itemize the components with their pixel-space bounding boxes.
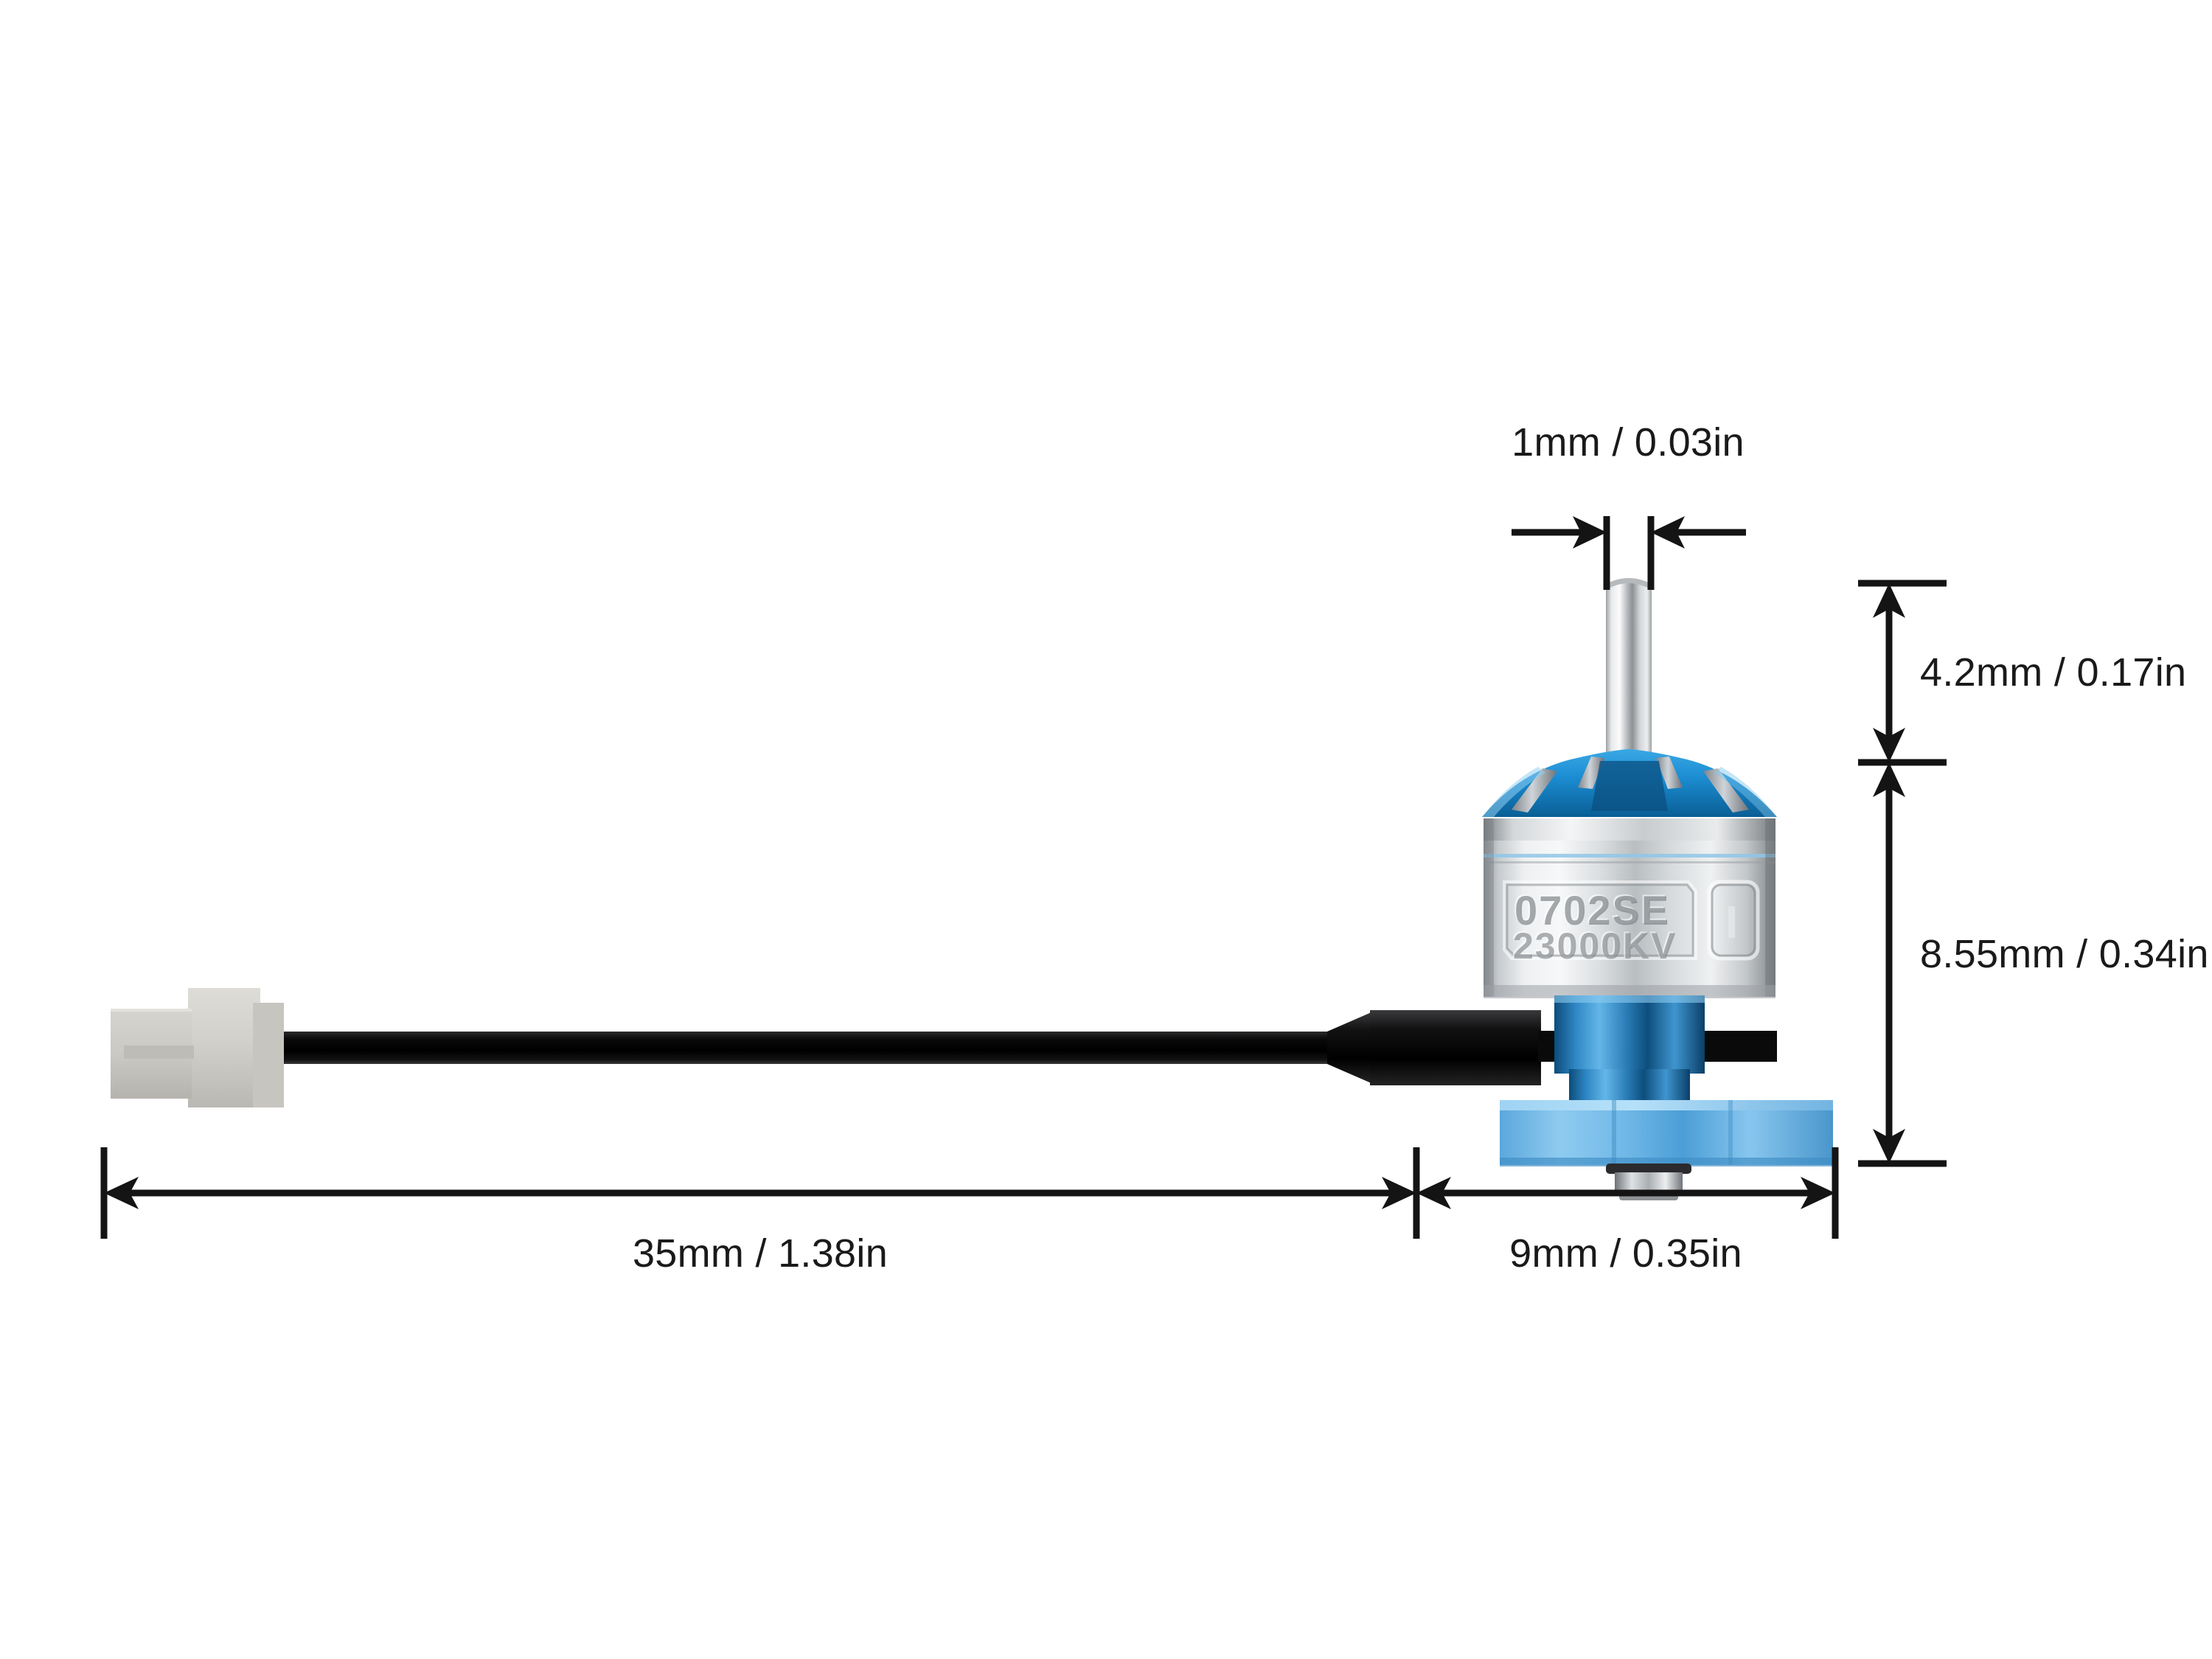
dim-label-shaft-diameter: 1mm / 0.03in xyxy=(1512,420,1745,465)
bearing-cap-ring xyxy=(1606,1164,1691,1174)
arrowhead-left xyxy=(1573,516,1607,549)
can-seam-line-2 xyxy=(1484,861,1775,863)
brushless-motor: 0702SE 0702SE 23000KV 23000KV I xyxy=(1482,578,1833,1200)
dimension-shaft-length: 4.2mm / 0.17in xyxy=(1858,580,2186,766)
can-bottom-lip xyxy=(1484,985,1775,998)
stator-block xyxy=(1554,995,1705,1074)
bell-fin-2 xyxy=(1578,757,1604,789)
arrowhead-left xyxy=(104,1177,139,1209)
arrowhead-left xyxy=(1416,1177,1451,1209)
bell-rim-highlight-right xyxy=(1714,767,1777,817)
shaft-top-cap xyxy=(1606,578,1652,590)
arrowhead-right xyxy=(1651,516,1685,549)
engraving-model-shadow: 0702SE xyxy=(1514,887,1670,933)
connector-face-highlight xyxy=(111,1009,192,1012)
connector-collar xyxy=(253,1003,284,1107)
connector-keyway-slot xyxy=(124,1046,194,1059)
flange-crease-right xyxy=(1728,1100,1733,1165)
motor-mounting-flange xyxy=(1500,1100,1833,1166)
bell-rim-highlight-left xyxy=(1482,767,1545,817)
can-edge-right xyxy=(1765,818,1775,997)
dimension-cable-length: 35mm / 1.38in xyxy=(100,1147,1420,1276)
arrowhead-right xyxy=(1801,1177,1835,1209)
wire-taper xyxy=(1327,1012,1373,1084)
can-seam-line xyxy=(1484,854,1775,858)
can-body xyxy=(1484,841,1775,997)
motor-can: 0702SE 0702SE 23000KV 23000KV I xyxy=(1484,818,1775,998)
dim-label-cable-length: 35mm / 1.38in xyxy=(633,1231,888,1276)
flange-top-face xyxy=(1500,1100,1833,1112)
arrowhead-down xyxy=(1873,1129,1905,1164)
dim-label-body-height: 8.55mm / 0.34in xyxy=(1920,932,2209,976)
motor-engraving: 0702SE 0702SE 23000KV 23000KV xyxy=(1512,886,1677,967)
bell-fin-4 xyxy=(1703,768,1749,813)
brand-mark: I xyxy=(1707,880,1760,961)
motor-stator-section xyxy=(1554,995,1705,1107)
flange-crease-left xyxy=(1612,1100,1616,1165)
dimension-motor-width: 9mm / 0.35in xyxy=(1416,1147,1839,1276)
motor-bell-top xyxy=(1482,749,1777,817)
wire-heatshrink-sleeve xyxy=(1370,1010,1541,1085)
arrowhead-up xyxy=(1873,583,1905,618)
engraving-kv-shadow: 23000KV xyxy=(1513,925,1677,967)
can-top-ring xyxy=(1484,818,1775,842)
dimension-shaft-diameter: 1mm / 0.03in xyxy=(1512,420,1746,590)
bell-hub-shadow xyxy=(1591,761,1668,811)
arrowhead-down xyxy=(1873,728,1905,762)
dimension-body-height: 8.55mm / 0.34in xyxy=(1858,762,2209,1167)
bell-fin-1 xyxy=(1512,768,1557,813)
brand-mark-glyph: I xyxy=(1725,897,1739,948)
flange-bottom-shade xyxy=(1500,1158,1833,1166)
can-edge-left xyxy=(1484,818,1494,997)
flange-body xyxy=(1500,1110,1833,1165)
stator-top-highlight xyxy=(1554,995,1705,1003)
dim-label-motor-width: 9mm / 0.35in xyxy=(1509,1231,1742,1276)
connector-body xyxy=(188,988,260,1107)
engraving-plate xyxy=(1503,880,1697,960)
motor-wire xyxy=(243,1032,1371,1064)
bell-fin-3 xyxy=(1656,757,1683,789)
dim-label-shaft-length: 4.2mm / 0.17in xyxy=(1920,650,2186,695)
engraving-kv: 23000KV xyxy=(1512,924,1676,965)
cable-assembly xyxy=(111,988,1777,1107)
jst-connector xyxy=(111,988,284,1107)
arrowhead-right xyxy=(1382,1177,1416,1209)
arrowhead-up xyxy=(1873,762,1905,797)
engraving-model: 0702SE xyxy=(1513,886,1669,932)
motor-shaft xyxy=(1606,582,1652,776)
